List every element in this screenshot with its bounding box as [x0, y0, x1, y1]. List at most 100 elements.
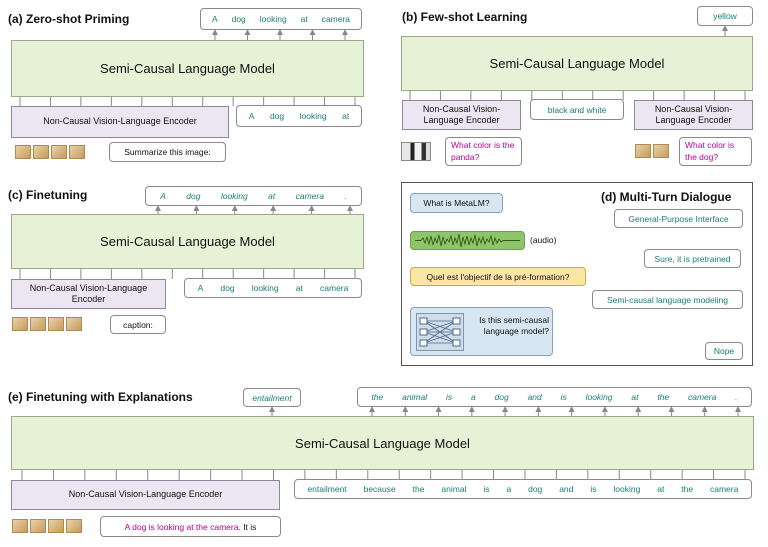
panel-d-title: (d) Multi-Turn Dialogue: [601, 190, 732, 204]
audio-label: (audio): [530, 235, 557, 245]
panel-d-frame: [401, 182, 753, 366]
panel-a-title: (a) Zero-shot Priming: [8, 12, 130, 26]
image-patch: [66, 317, 82, 331]
panel-a-image-patches: [15, 145, 85, 159]
token: camera: [295, 191, 324, 201]
panel-e-language-model: Semi-Causal Language Model: [11, 416, 754, 470]
panel-e-image-patches: [12, 519, 82, 533]
token: dog: [220, 283, 235, 293]
panel-e-input-tokens: entailment because the animal is a dog a…: [294, 479, 752, 499]
token: A: [211, 14, 218, 24]
token: at: [295, 283, 303, 293]
panel-c-input-tokens: A dog looking at camera: [184, 278, 362, 298]
panel-a-output-tokens: A dog looking at camera: [200, 8, 362, 30]
token: the: [412, 484, 425, 494]
token: looking: [259, 14, 287, 24]
token: dog: [186, 191, 201, 201]
panel-a-encoder: Non-Causal Vision-Language Encoder: [11, 106, 229, 138]
image-patch: [48, 317, 64, 331]
token: dog: [494, 392, 509, 402]
panel-b-question-2: What color is the dog?: [679, 137, 752, 166]
dialogue-user-question-1: What is MetaLM?: [410, 193, 503, 213]
token: and: [559, 484, 574, 494]
token: the: [657, 392, 670, 402]
token: camera: [687, 392, 717, 402]
image-patch: [12, 519, 28, 533]
token: is: [590, 484, 597, 494]
image-patch: [15, 145, 31, 159]
dialogue-user-question-french: Quel est l'objectif de la pré-formation?: [410, 267, 586, 286]
token: a: [470, 392, 476, 402]
prompt-continuation: It is: [243, 521, 257, 532]
panel-b-output: yellow: [697, 6, 753, 26]
image-patch: [30, 317, 46, 331]
panel-b-encoder-1: Non-Causal Vision-Language Encoder: [402, 100, 521, 130]
token: at: [631, 392, 639, 402]
panel-c-encoder: Non-Causal Vision-Language Encoder: [11, 279, 166, 309]
token: looking: [299, 111, 327, 121]
dialogue-reply-1: General-Purpose Interface: [614, 209, 743, 228]
token: is: [445, 392, 453, 402]
waveform-icon: [415, 233, 520, 248]
panel-b-language-model: Semi-Causal Language Model: [401, 36, 753, 91]
panda-image: [401, 142, 431, 161]
panel-e-encoder: Non-Causal Vision-Language Encoder: [11, 480, 280, 510]
image-patch: [653, 144, 669, 158]
panel-a-prompt: Summarize this image:: [109, 142, 226, 162]
panel-e-output-tokens: the animal is a dog and is looking at th…: [357, 387, 752, 407]
token: is: [560, 392, 567, 402]
token: the: [371, 392, 384, 402]
panel-e-title: (e) Finetuning with Explanations: [8, 390, 193, 404]
dialogue-reply-3: Semi-causal language modeling: [592, 290, 743, 309]
image-patch: [69, 145, 85, 159]
token: at: [657, 484, 665, 494]
panel-c-prompt: caption:: [110, 315, 166, 334]
panel-c-output-tokens: A dog looking at camera .: [145, 186, 362, 206]
token: camera: [321, 14, 351, 24]
image-patch: [30, 519, 46, 533]
token: .: [735, 392, 738, 402]
image-patch: [12, 317, 28, 331]
token: looking: [220, 191, 248, 201]
token: animal: [402, 392, 428, 402]
token: looking: [585, 392, 613, 402]
panel-b-answer-1: black and white: [530, 99, 624, 120]
panel-b-question-1: What color is the panda?: [445, 137, 522, 166]
token: dog: [528, 484, 543, 494]
token: A: [160, 191, 166, 201]
panel-c-image-patches: [12, 317, 82, 331]
panel-c-title: (c) Finetuning: [8, 188, 88, 202]
audio-waveform: [410, 231, 525, 250]
image-patch: [48, 519, 64, 533]
token: camera: [320, 283, 349, 293]
token: the: [681, 484, 694, 494]
token: and: [527, 392, 542, 402]
token: entailment: [307, 484, 347, 494]
network-diagram-icon: [416, 313, 464, 351]
token: looking: [613, 484, 641, 494]
token: at: [300, 14, 308, 24]
token: camera: [710, 484, 739, 494]
token: is: [483, 484, 490, 494]
dialogue-reply-2: Sure, it is pretrained: [644, 249, 741, 268]
panel-e-prompt: A dog is looking at the camera. It is: [100, 516, 281, 537]
token: a: [506, 484, 512, 494]
image-patch: [51, 145, 67, 159]
token: .: [344, 191, 347, 201]
token: animal: [441, 484, 467, 494]
dialogue-question-text: Is this semi-causal language model?: [479, 315, 549, 337]
image-patch: [66, 519, 82, 533]
panel-e-output-label: entailment: [243, 388, 301, 407]
token: A: [248, 111, 255, 121]
prompt-premise: A dog is looking at the camera.: [124, 521, 241, 532]
token: at: [342, 111, 350, 121]
token: A: [197, 283, 204, 293]
panel-b-encoder-2: Non-Causal Vision-Language Encoder: [634, 100, 753, 130]
panel-b-title: (b) Few-shot Learning: [402, 10, 528, 24]
token: dog: [231, 14, 246, 24]
token: dog: [269, 111, 285, 121]
token: because: [363, 484, 396, 494]
dialogue-user-question-diagram: Is this semi-causal language model?: [410, 307, 553, 356]
dialogue-reply-4: Nope: [705, 342, 743, 360]
token: at: [268, 191, 276, 201]
